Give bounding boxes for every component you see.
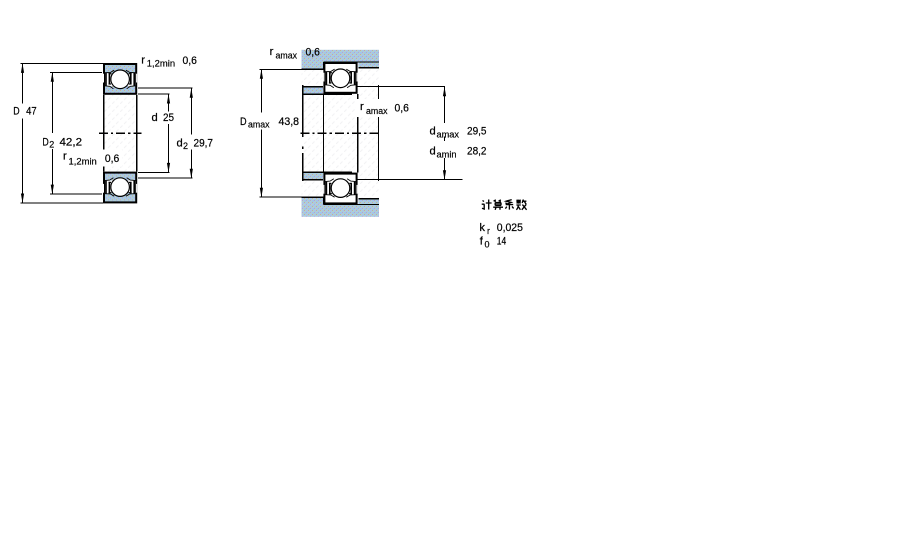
svg-text:28,2: 28,2 (467, 146, 487, 158)
svg-text:r: r (63, 151, 67, 163)
svg-text:0: 0 (485, 239, 490, 249)
svg-text:r: r (487, 226, 490, 236)
svg-text:29,7: 29,7 (194, 138, 214, 150)
svg-text:d: d (152, 112, 158, 124)
svg-text:0,6: 0,6 (183, 55, 197, 67)
svg-text:D: D (13, 106, 19, 118)
svg-text:D: D (42, 137, 48, 149)
svg-text:1,2min: 1,2min (147, 59, 175, 69)
svg-text:d: d (430, 146, 436, 158)
svg-text:0,6: 0,6 (395, 103, 409, 115)
svg-text:amax: amax (248, 120, 270, 130)
svg-text:29,5: 29,5 (467, 126, 487, 138)
svg-text:f: f (480, 236, 484, 248)
svg-text:d: d (430, 126, 436, 138)
svg-text:r: r (141, 54, 145, 66)
svg-text:r: r (270, 46, 274, 58)
svg-text:0,6: 0,6 (105, 153, 119, 165)
svg-text:D: D (240, 116, 247, 128)
svg-text:2: 2 (49, 140, 54, 150)
svg-text:amax: amax (437, 130, 460, 140)
svg-text:0,6: 0,6 (306, 47, 320, 59)
svg-text:0,025: 0,025 (497, 222, 523, 234)
svg-text:amax: amax (366, 106, 388, 116)
svg-text:amax: amax (276, 51, 298, 61)
svg-text:k: k (479, 222, 485, 234)
svg-text:1,2min: 1,2min (69, 157, 97, 167)
svg-text:r: r (360, 101, 364, 113)
svg-text:amin: amin (437, 150, 457, 160)
svg-text:42,2: 42,2 (60, 137, 83, 149)
svg-text:2: 2 (183, 141, 188, 151)
svg-text:d: d (177, 138, 183, 150)
svg-text:25: 25 (163, 112, 174, 124)
svg-text:43,8: 43,8 (279, 116, 300, 128)
svg-text:47: 47 (26, 106, 36, 118)
svg-text:14: 14 (497, 236, 506, 248)
